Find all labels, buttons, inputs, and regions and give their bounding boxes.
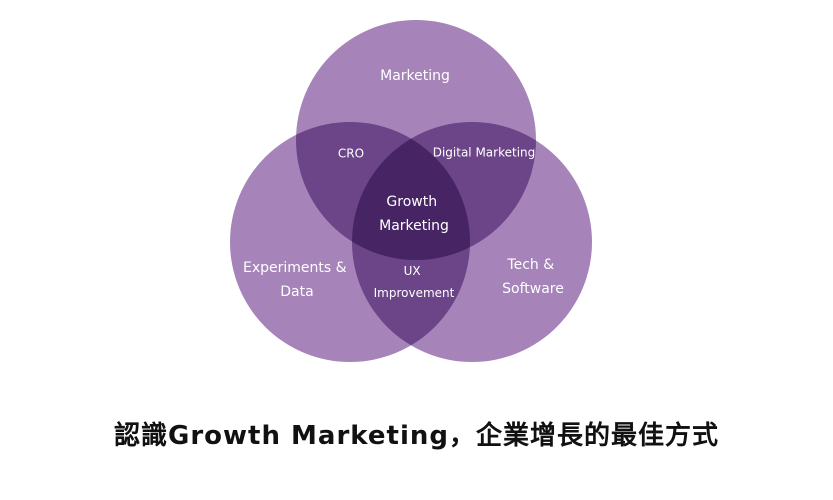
experiments-data-label: Experiments & Data — [243, 260, 351, 300]
digital-marketing-label: Digital Marketing — [433, 146, 536, 160]
tech-software-label-line1: Tech & — [506, 257, 554, 273]
ux-improvement-label-line2: Improvement — [374, 286, 455, 300]
growth-marketing-label-line2: Marketing — [379, 218, 449, 234]
tech-software-circle — [352, 122, 592, 362]
tech-software-label: Tech & Software — [502, 257, 564, 297]
tech-software-label-line2: Software — [502, 281, 564, 297]
experiments-data-label-line2: Data — [280, 284, 313, 300]
ux-improvement-label: UX Improvement — [374, 264, 455, 300]
growth-marketing-label-line1: Growth — [386, 194, 437, 210]
cro-label: CRO — [338, 147, 364, 161]
caption-title: 認識Growth Marketing，企業增長的最佳方式 — [114, 421, 719, 451]
venn-diagram: Marketing Experiments & Data Tech & Soft… — [230, 20, 592, 362]
growth-marketing-label: Growth Marketing — [379, 194, 449, 234]
marketing-label: Marketing — [380, 68, 450, 84]
experiments-data-label-line1: Experiments & — [243, 260, 347, 276]
ux-improvement-label-line1: UX — [404, 264, 421, 278]
